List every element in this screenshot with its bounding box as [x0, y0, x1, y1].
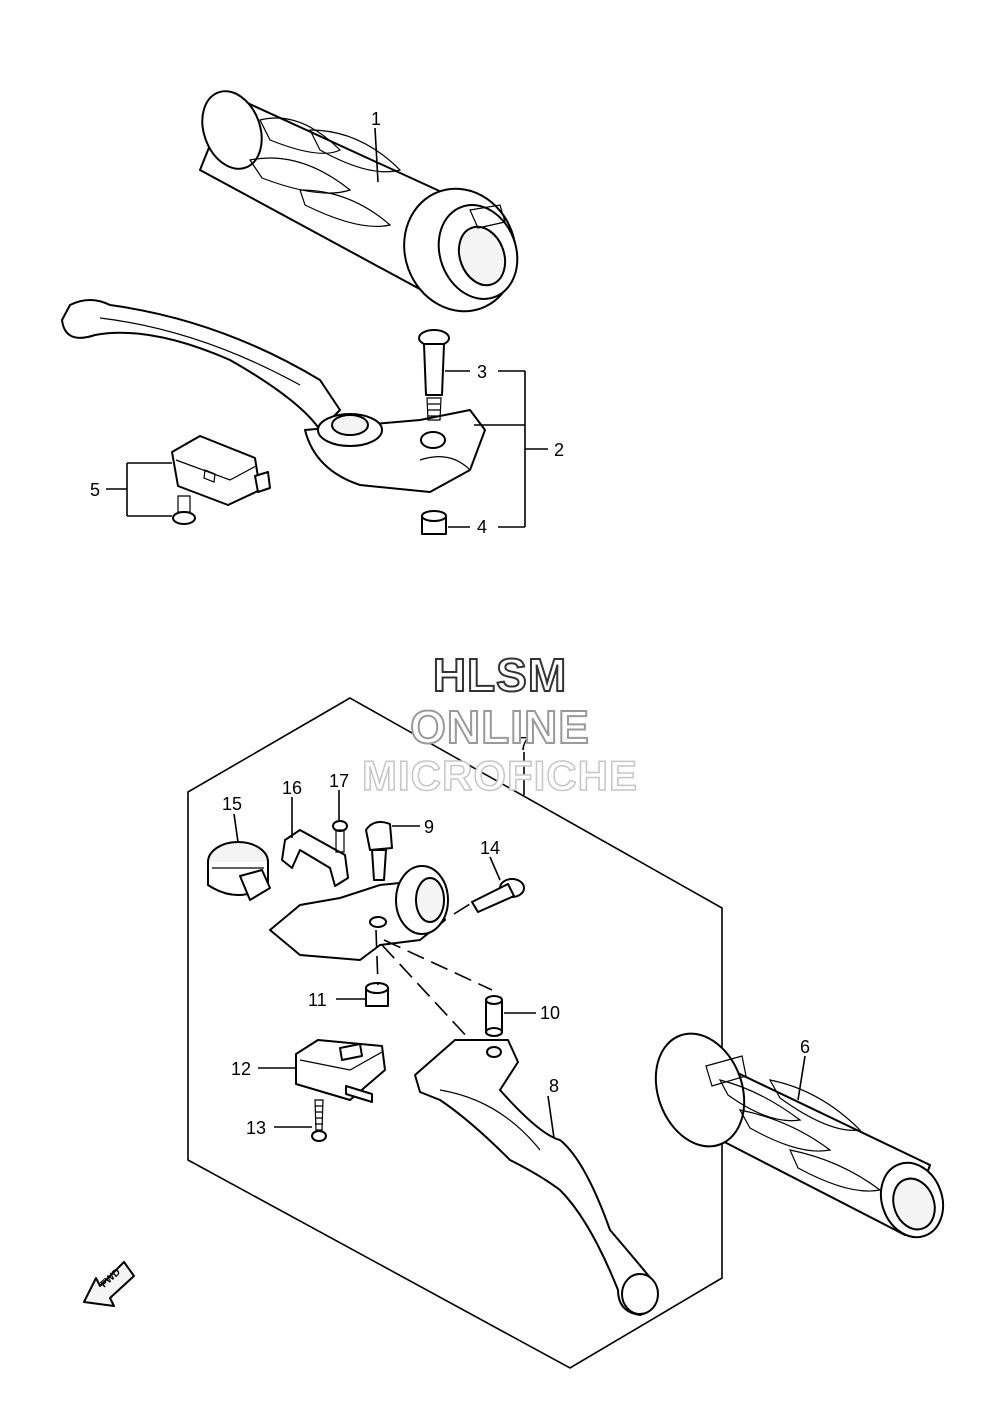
brake-lever-assembly [61, 299, 486, 493]
small-screw [332, 820, 348, 853]
spring-clip [281, 829, 349, 887]
collar [485, 995, 503, 1037]
callout-12: 12 [231, 1059, 251, 1079]
lever-nut-lower [365, 982, 389, 1007]
callout-7: 7 [519, 734, 529, 754]
forward-direction-arrow: FWD [83, 1261, 135, 1307]
callout-3: 3 [477, 362, 487, 382]
callout-10: 10 [540, 1003, 560, 1023]
clutch-switch [295, 1039, 386, 1103]
callout-16: 16 [282, 778, 302, 798]
callout-8: 8 [549, 1076, 559, 1096]
callout-5: 5 [90, 480, 100, 500]
adjuster-knob [207, 841, 271, 901]
lever-nut-upper [421, 510, 447, 535]
switch-screw [311, 1099, 327, 1142]
clutch-lever [414, 1039, 659, 1316]
callout-1: 1 [371, 109, 381, 129]
callout-9: 9 [424, 817, 434, 837]
pivot-bolt-lower [365, 821, 393, 881]
callout-14: 14 [480, 838, 500, 858]
throttle-grip [199, 90, 519, 313]
callout-2: 2 [554, 440, 564, 460]
left-handle-grip [654, 1032, 945, 1239]
callout-11: 11 [308, 990, 327, 1010]
callout-13: 13 [246, 1118, 266, 1138]
clamp-bolt [471, 878, 525, 913]
brake-switch-upper [171, 435, 271, 525]
pivot-bolt-upper [418, 329, 450, 421]
assembly-outline [187, 697, 723, 1369]
callout-15: 15 [222, 794, 242, 814]
callout-4: 4 [477, 517, 487, 537]
callout-17: 17 [329, 771, 349, 791]
lever-holder [269, 865, 449, 961]
callout-6: 6 [800, 1037, 810, 1057]
